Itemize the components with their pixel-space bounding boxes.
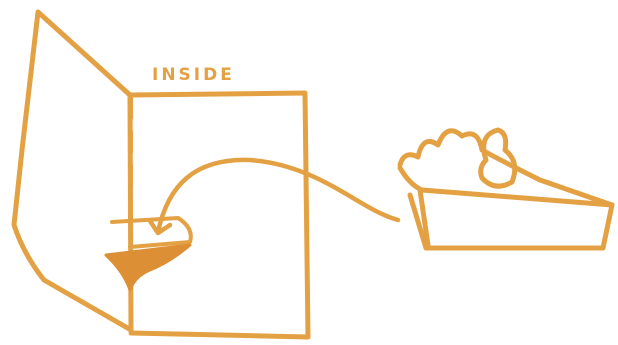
cutout-fill: [106, 245, 190, 290]
curved-arrow-icon: [150, 160, 398, 233]
pie-slice-icon: [400, 130, 612, 248]
card-label: INSIDE: [152, 65, 235, 85]
cutout-shape-icon: [106, 218, 191, 290]
card-outer-flap: [14, 12, 131, 330]
arrow-shaft: [158, 160, 398, 232]
folded-card-icon: [14, 12, 308, 337]
card-inside-panel: [131, 93, 308, 337]
